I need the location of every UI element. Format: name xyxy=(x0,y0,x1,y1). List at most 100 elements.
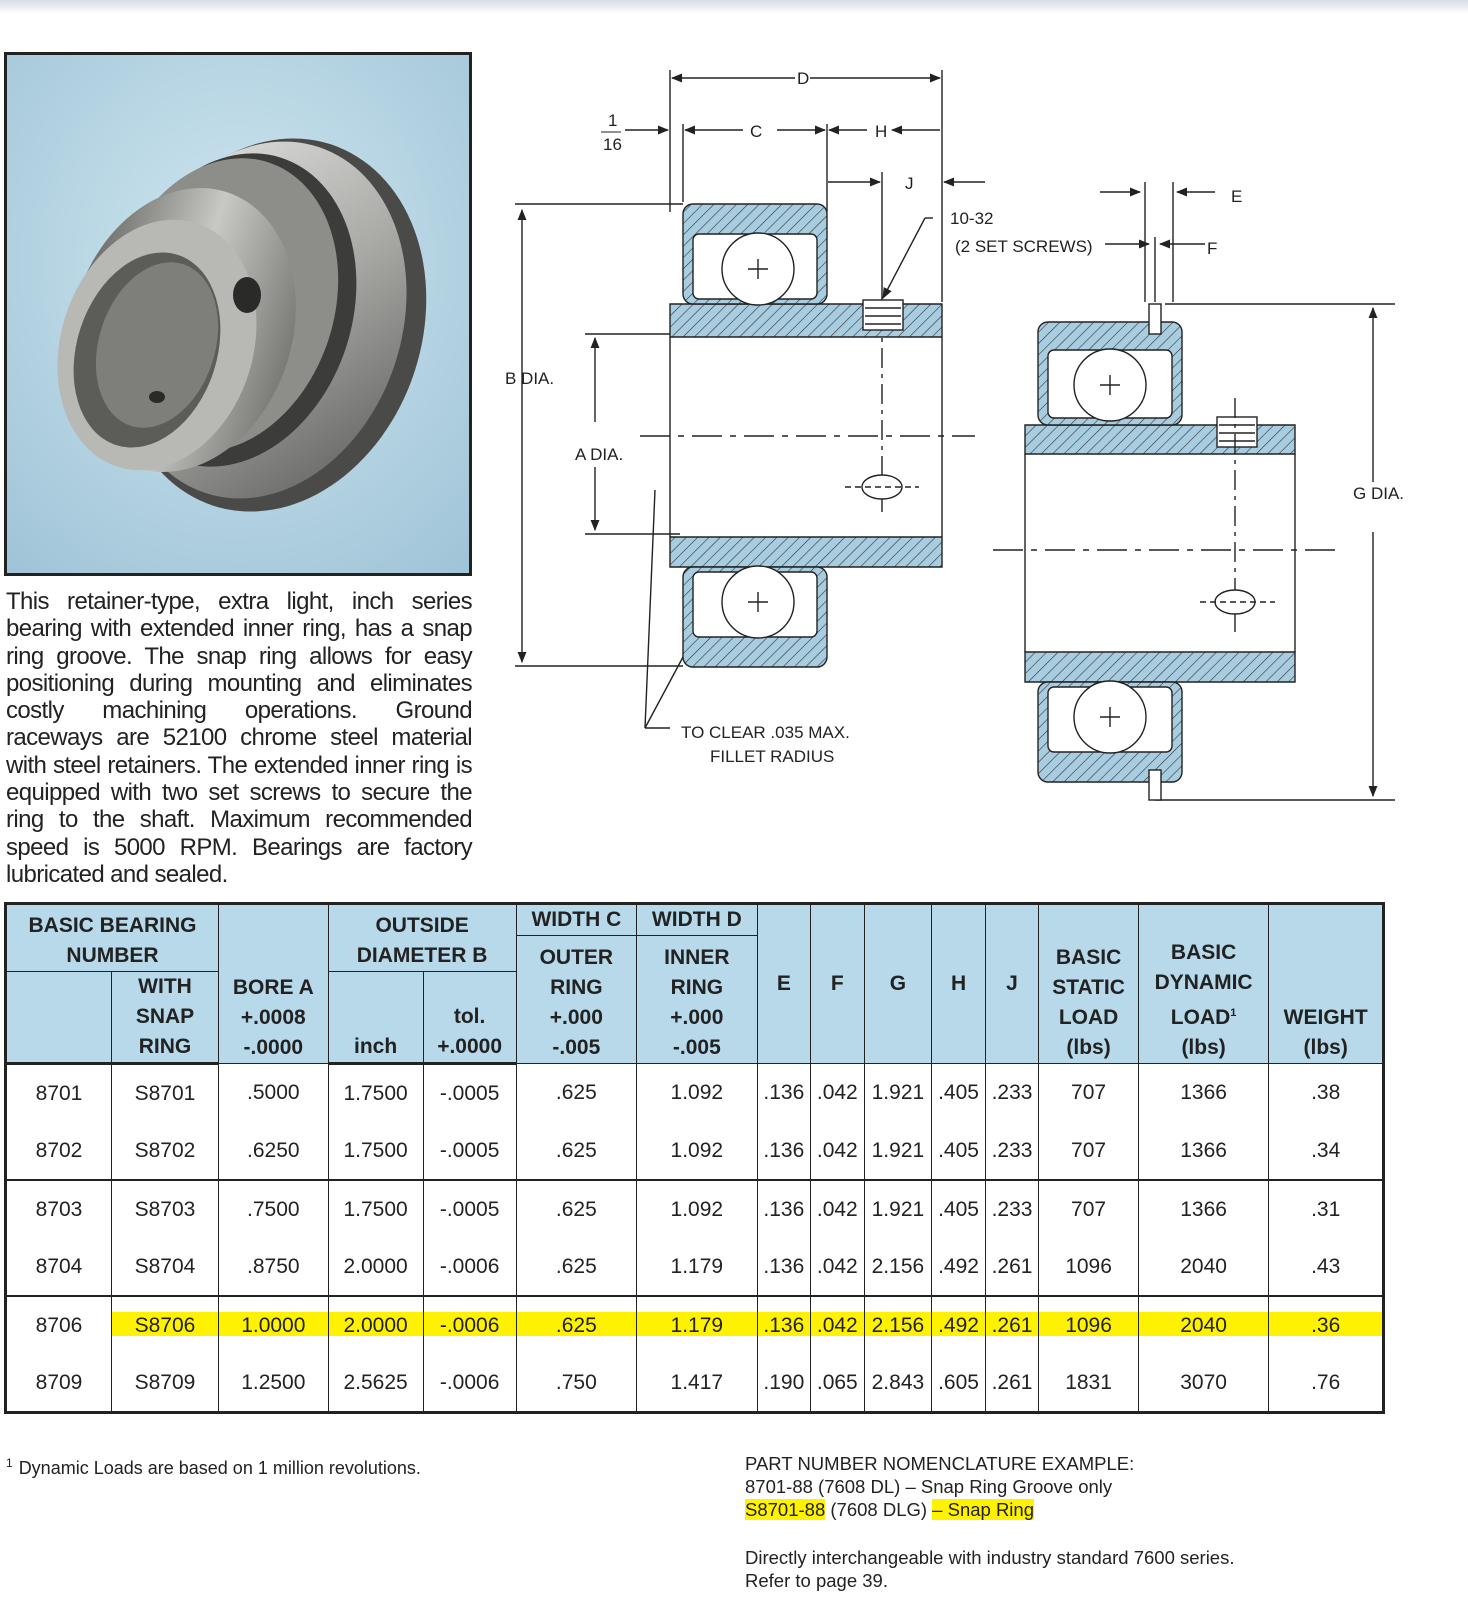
nomenclature-title: PART NUMBER NOMENCLATURE EXAMPLE: xyxy=(745,1453,1135,1474)
table-cell: 1.7500 xyxy=(327,1063,424,1122)
table-cell: .233 xyxy=(984,1179,1040,1238)
table-cell: .233 xyxy=(984,1063,1040,1122)
footnote-mark: 1 xyxy=(6,1456,13,1470)
part-number-nomenclature: PART NUMBER NOMENCLATURE EXAMPLE: 8701-8… xyxy=(745,1452,1134,1521)
nomenclature-mid: (7608 DLG) xyxy=(825,1499,933,1520)
highlight-mark xyxy=(757,1312,811,1336)
table-cell: 8702 xyxy=(5,1122,112,1180)
table-cell: .6250 xyxy=(218,1122,329,1180)
table-cell: S8701 xyxy=(111,1063,219,1122)
table-cell: 2.156 xyxy=(863,1238,933,1296)
header-e: E xyxy=(756,903,812,1064)
fraction-numerator: 1 xyxy=(608,111,617,130)
table-cell: .261 xyxy=(984,1354,1040,1413)
dim-c-label: C xyxy=(750,122,762,141)
table-cell: 2.156 xyxy=(863,1295,933,1354)
table-cell: .38 xyxy=(1268,1063,1384,1122)
table-cell: 2040 xyxy=(1137,1238,1270,1296)
header-h: H xyxy=(931,903,986,1064)
dim-j-label: J xyxy=(905,174,914,193)
table-cell: .605 xyxy=(931,1354,986,1413)
screw-label-2: (2 SET SCREWS) xyxy=(955,237,1093,256)
bearing-cross-section-diagram: D C H J 1 16 10-32 (2 SET SCREWS) B DIA.… xyxy=(505,69,1404,801)
nomenclature-line-2: S8701-88 (7608 DLG) – Snap Ring xyxy=(745,1498,1134,1521)
table-cell: 1.179 xyxy=(636,1295,758,1354)
table-cell: .261 xyxy=(984,1238,1040,1296)
b-dia-label: B DIA. xyxy=(505,369,554,388)
nomenclature-line-1: 8701-88 (7608 DL) – Snap Ring Groove onl… xyxy=(745,1476,1113,1497)
highlight-mark xyxy=(1138,1312,1269,1336)
bearing-photo xyxy=(4,52,472,576)
table-cell: 1.921 xyxy=(863,1063,933,1122)
table-cell: 1.921 xyxy=(863,1122,933,1180)
table-cell: S8704 xyxy=(111,1238,219,1296)
top-bar xyxy=(0,0,1468,14)
table-cell: 2.0000 xyxy=(327,1238,424,1296)
highlight-mark xyxy=(985,1312,1039,1336)
table-cell: .625 xyxy=(515,1295,638,1354)
table-cell: .43 xyxy=(1268,1238,1384,1296)
table-cell: .042 xyxy=(810,1179,865,1238)
table-cell: 8706 xyxy=(5,1295,112,1354)
table-cell: 1.7500 xyxy=(327,1122,424,1180)
screw-label-1: 10-32 xyxy=(950,209,993,228)
header-width-c: WIDTH C xyxy=(515,903,638,936)
table-cell: .261 xyxy=(984,1295,1040,1354)
fraction-denominator: 16 xyxy=(603,135,622,154)
table-cell: -.0006 xyxy=(422,1354,517,1413)
header-tol: tol.+.0000 xyxy=(422,971,517,1065)
header-basic-number xyxy=(5,971,112,1065)
table-cell: S8709 xyxy=(111,1354,219,1413)
table-cell: 1831 xyxy=(1038,1354,1139,1413)
table-cell: .750 xyxy=(515,1354,638,1413)
highlight-mark xyxy=(219,1312,328,1336)
table-cell: .492 xyxy=(931,1295,986,1354)
table-cell: 8709 xyxy=(5,1354,112,1413)
table-cell: .625 xyxy=(515,1179,638,1238)
table-cell: 1.7500 xyxy=(327,1179,424,1238)
nomenclature-part: S8701-88 xyxy=(745,1499,826,1520)
highlight-mark xyxy=(112,1312,218,1336)
footnote-text: Dynamic Loads are based on 1 million rev… xyxy=(18,1458,421,1478)
table-cell: 2.0000 xyxy=(327,1295,424,1354)
table-cell: 1366 xyxy=(1137,1179,1270,1238)
table-cell: 1.2500 xyxy=(218,1354,329,1413)
table-cell: .625 xyxy=(515,1238,638,1296)
table-cell: 1.179 xyxy=(636,1238,758,1296)
table-cell: 2.5625 xyxy=(327,1354,424,1413)
highlight-mark xyxy=(932,1312,985,1336)
highlight-mark xyxy=(516,1312,637,1336)
table-cell: .76 xyxy=(1268,1354,1384,1413)
table-cell: 2040 xyxy=(1137,1295,1270,1354)
table-cell: -.0005 xyxy=(422,1122,517,1180)
table-cell: .5000 xyxy=(218,1063,329,1122)
table-cell: .7500 xyxy=(218,1179,329,1238)
table-cell: .042 xyxy=(810,1122,865,1180)
dim-h-label: H xyxy=(875,122,887,141)
table-cell: .042 xyxy=(810,1063,865,1122)
a-dia-label: A DIA. xyxy=(575,445,623,464)
table-cell: 1096 xyxy=(1038,1295,1139,1354)
table-cell: .625 xyxy=(515,1122,638,1180)
table-cell: -.0006 xyxy=(422,1295,517,1354)
table-cell: -.0005 xyxy=(422,1179,517,1238)
header-f: F xyxy=(810,903,865,1064)
table-cell: .136 xyxy=(756,1122,812,1180)
table-cell: 1096 xyxy=(1038,1238,1139,1296)
highlight-mark xyxy=(864,1312,932,1336)
table-cell: 1366 xyxy=(1137,1063,1270,1122)
clearance-label-1: TO CLEAR .035 MAX. xyxy=(681,723,850,742)
table-cell: .492 xyxy=(931,1238,986,1296)
dim-f-label: F xyxy=(1207,239,1217,258)
table-cell: 707 xyxy=(1038,1063,1139,1122)
g-dia-label: G DIA. xyxy=(1353,484,1404,503)
dim-e-label: E xyxy=(1231,187,1242,206)
highlight-mark xyxy=(423,1312,516,1336)
highlight-mark xyxy=(811,1312,864,1336)
table-cell: .042 xyxy=(810,1238,865,1296)
